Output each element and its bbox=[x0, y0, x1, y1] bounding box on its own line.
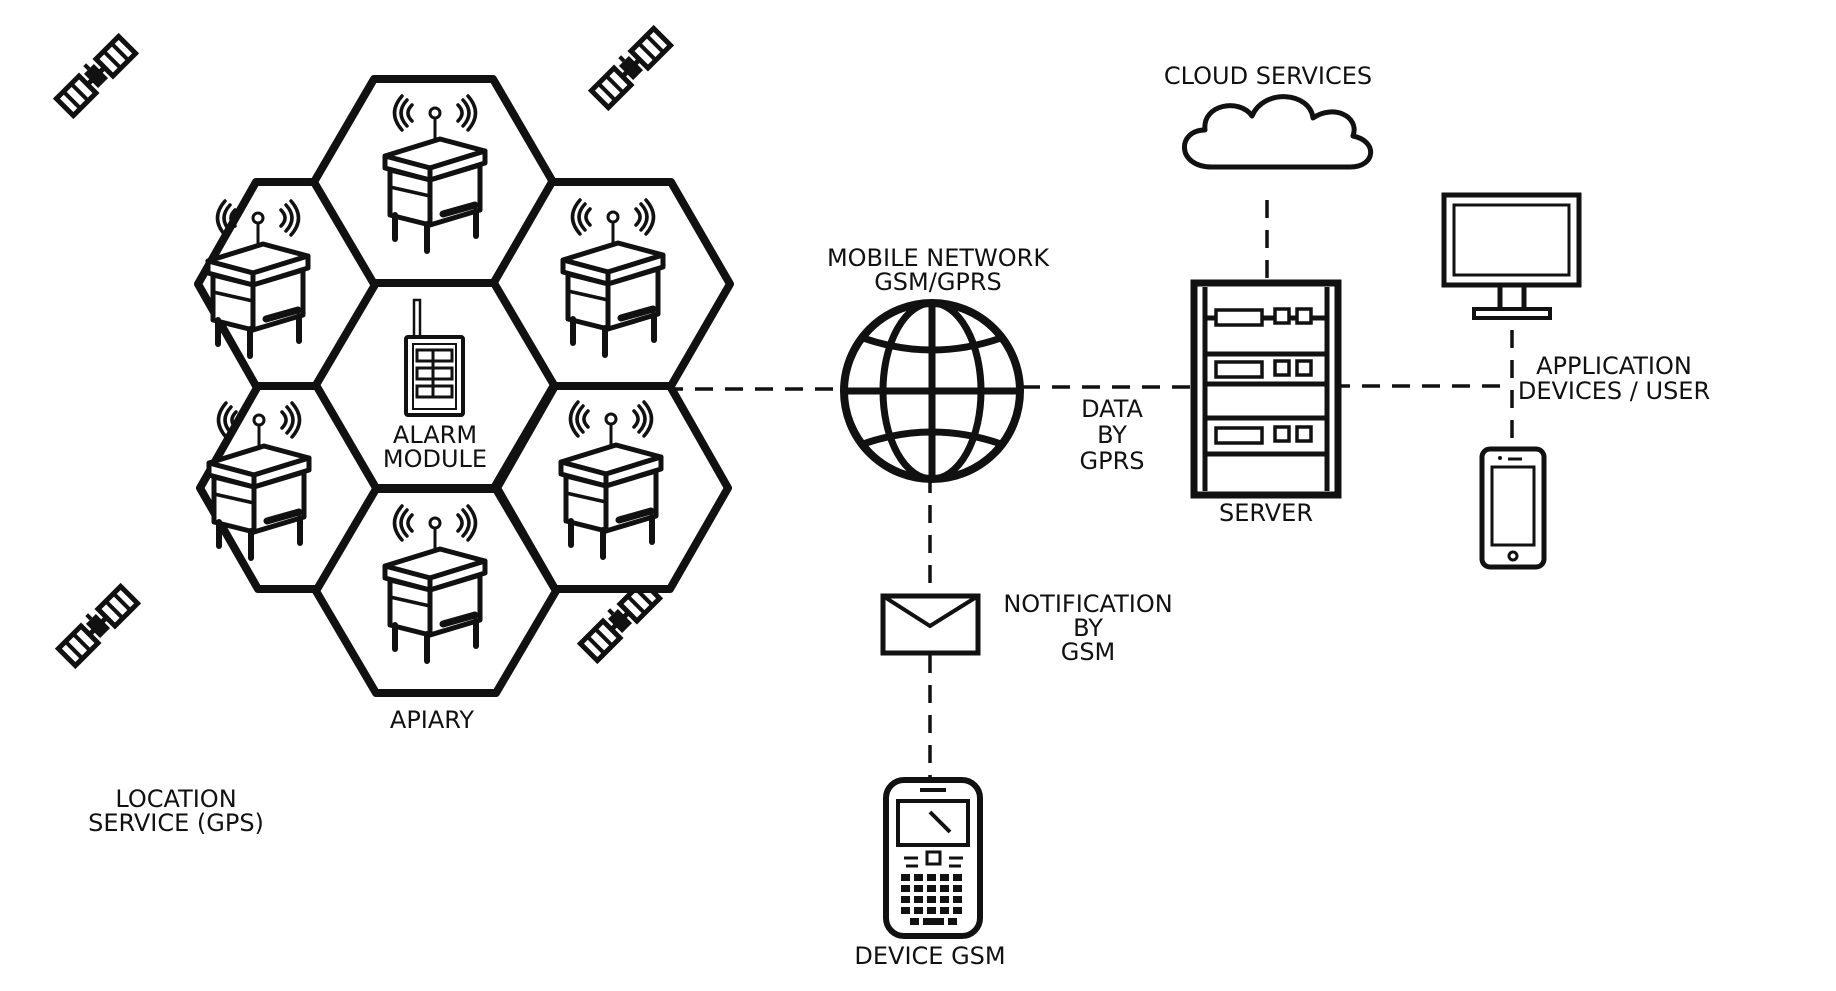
device-gsm-label: DEVICE GSM bbox=[854, 942, 1005, 970]
application-devices-label: APPLICATION bbox=[1536, 352, 1692, 380]
notification-label: GSM bbox=[1061, 638, 1116, 666]
satellite-icon bbox=[54, 34, 136, 116]
monitor-icon bbox=[1441, 192, 1582, 320]
apiary-cluster: ALARM MODULE bbox=[194, 75, 734, 697]
apiary-label: APIARY bbox=[390, 706, 475, 734]
satellite-icon bbox=[56, 584, 138, 666]
alarm-module-label: MODULE bbox=[383, 445, 487, 473]
cloud-services-label: CLOUD SERVICES bbox=[1164, 62, 1372, 90]
feature-phone-icon bbox=[883, 777, 983, 939]
smartphone-icon bbox=[1479, 446, 1547, 570]
cloud-icon bbox=[1182, 94, 1374, 170]
mobile-network-label: MOBILE NETWORK bbox=[827, 244, 1050, 272]
data-by-gprs-label: BY bbox=[1097, 421, 1127, 449]
notification-label: BY bbox=[1073, 614, 1103, 642]
server-label: SERVER bbox=[1219, 499, 1313, 527]
globe-icon bbox=[840, 299, 1024, 483]
notification-label: NOTIFICATION bbox=[1003, 590, 1172, 618]
alarm-module-label: ALARM bbox=[393, 421, 477, 449]
data-by-gprs-label: GPRS bbox=[1080, 447, 1145, 475]
location-service-label: SERVICE (GPS) bbox=[88, 809, 264, 837]
alarm-module-icon bbox=[404, 298, 465, 417]
mobile-network-label: GSM/GPRS bbox=[874, 268, 1002, 296]
location-service-label: LOCATION bbox=[115, 785, 236, 813]
server-rack-icon bbox=[1190, 279, 1342, 499]
envelope-icon bbox=[880, 593, 981, 656]
application-devices-label: DEVICES / USER bbox=[1518, 377, 1710, 405]
data-by-gprs-label: DATA bbox=[1081, 395, 1143, 423]
satellite-icon bbox=[589, 26, 671, 108]
